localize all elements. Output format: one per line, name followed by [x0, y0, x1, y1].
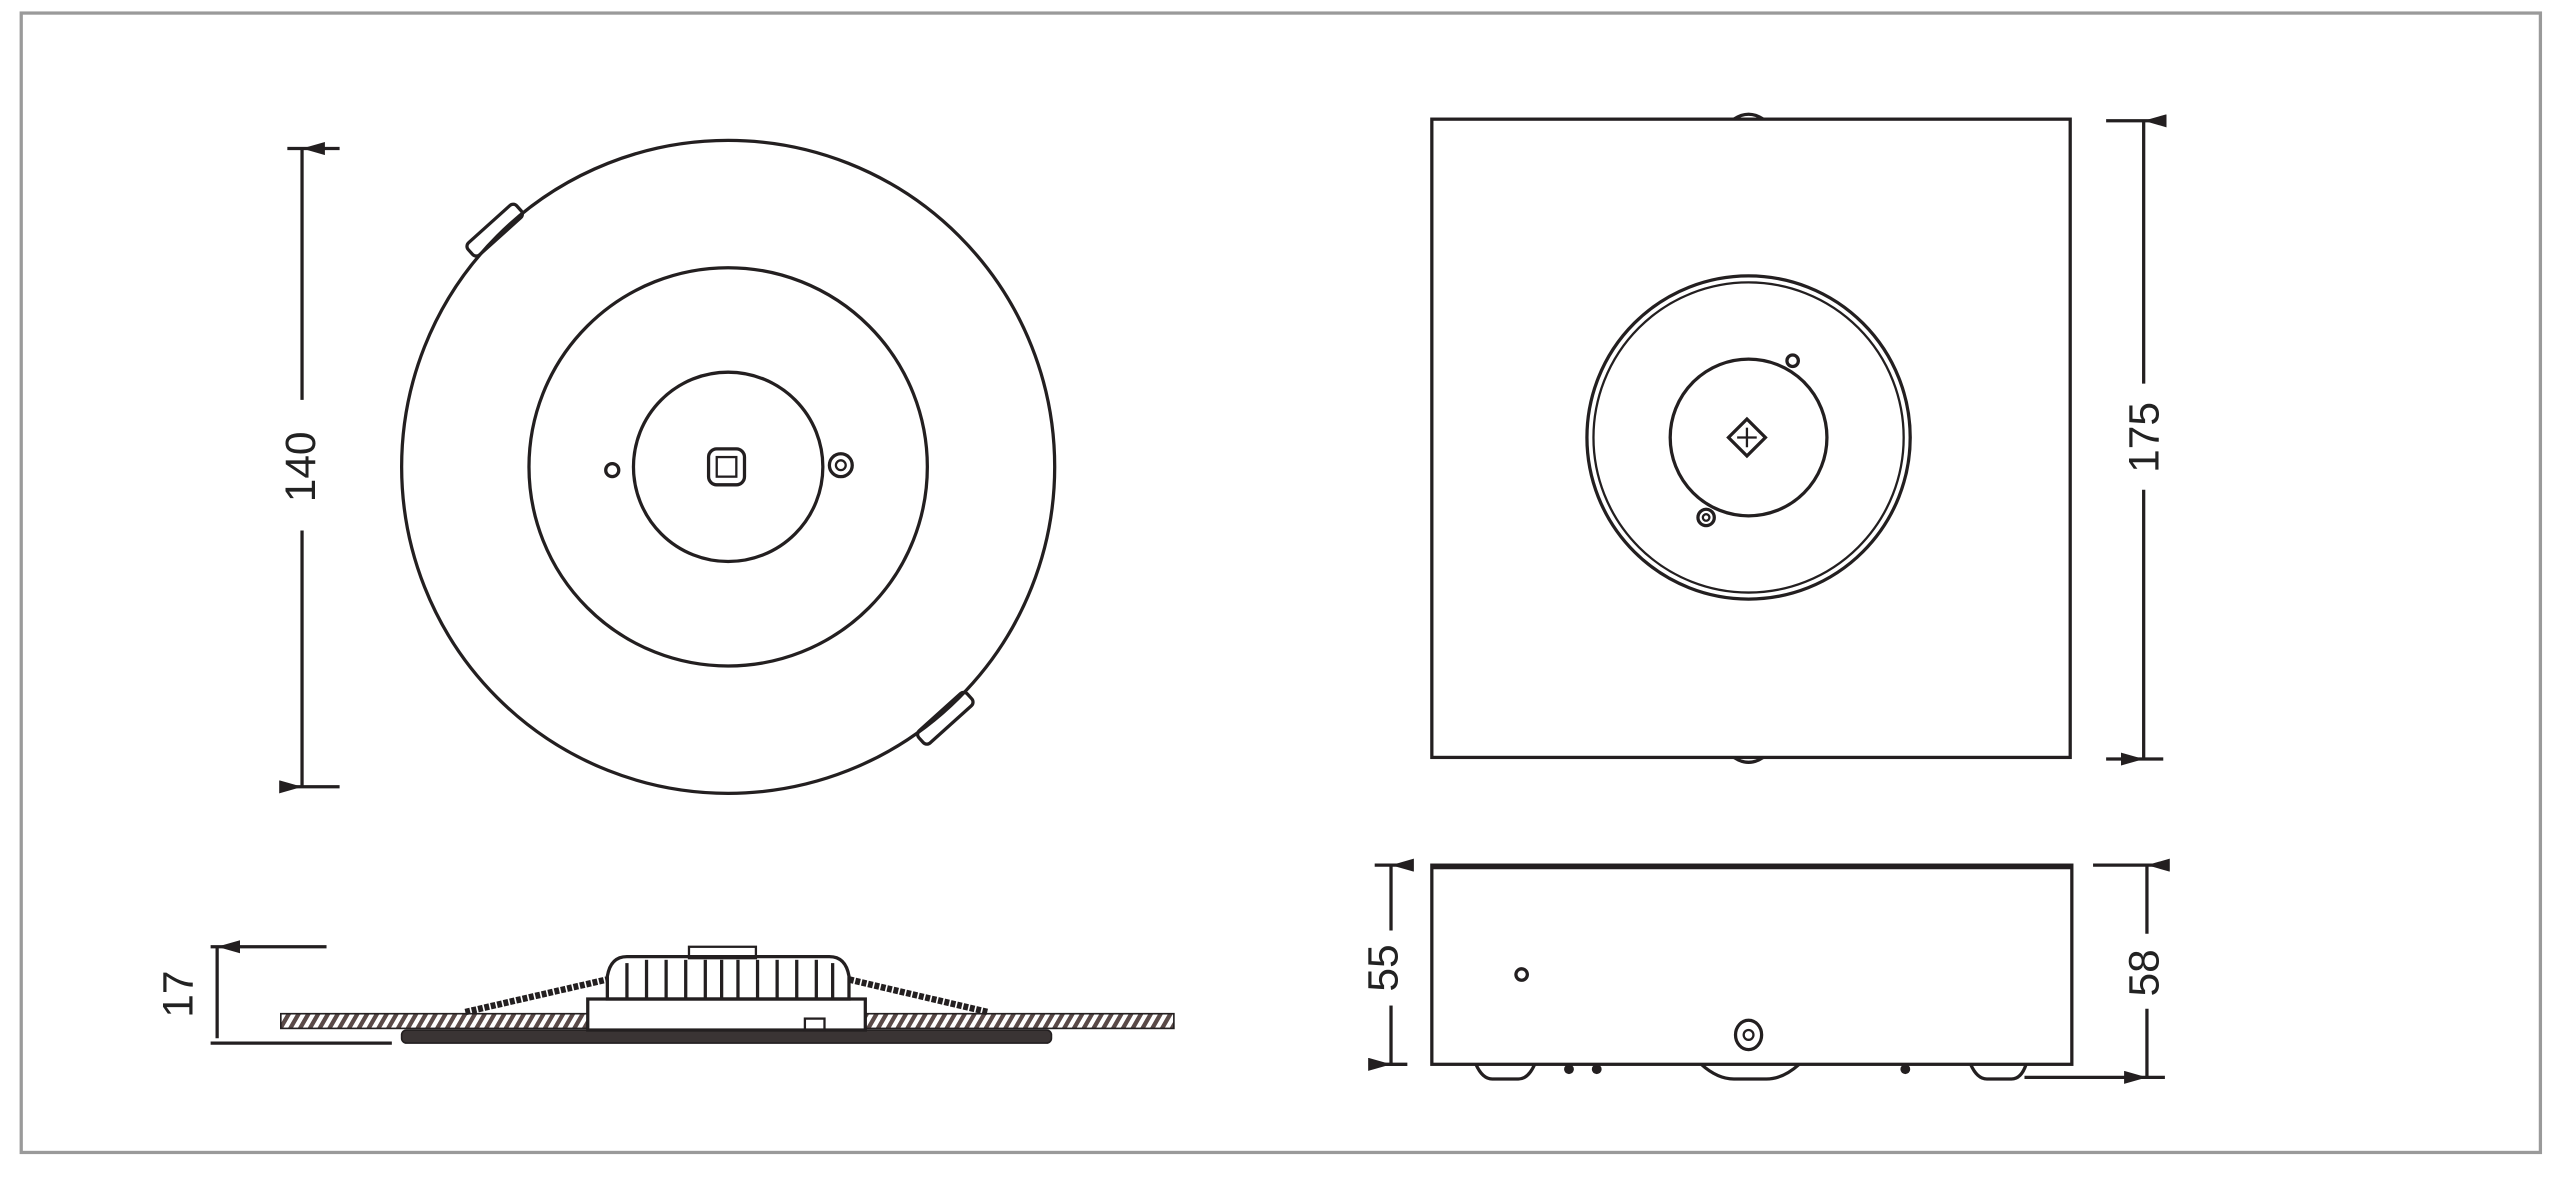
sensor-hole [604, 461, 621, 479]
total-height-label: 58 [2120, 949, 2167, 996]
spring-clip [465, 202, 525, 258]
recessed-height-label: 17 [155, 971, 202, 1018]
led-lens-icon [1726, 416, 1768, 459]
ceiling-section [280, 1012, 589, 1030]
led-lens-icon [706, 447, 747, 487]
test-button-icon [1733, 1018, 1764, 1052]
sensor-hole [1514, 967, 1529, 982]
plate [400, 1029, 1053, 1044]
dimension-body-height: 55 [1360, 858, 1414, 1071]
dimension-recessed-height: 17 [155, 940, 392, 1045]
heatsink-fins [605, 954, 851, 1001]
dimension-diameter: 140 [277, 142, 340, 794]
width-label: 175 [2120, 402, 2167, 473]
box-feet [1474, 1063, 2028, 1081]
spring-clip [915, 690, 975, 746]
diameter-label: 140 [277, 431, 324, 502]
drawing-frame [19, 11, 2543, 1155]
recessed-side-view [280, 945, 1175, 1044]
box-side-view [1430, 863, 2074, 1081]
square-top-view [1430, 112, 2072, 764]
ceiling-section [864, 1012, 1175, 1030]
test-button-icon [1696, 507, 1716, 528]
sensor-hole [1785, 353, 1800, 369]
test-button-icon [827, 452, 854, 479]
dimension-width: 175 [2106, 114, 2167, 766]
body-height-label: 55 [1360, 944, 1407, 991]
dimension-total-height: 58 [2024, 858, 2170, 1084]
round-top-view [399, 138, 1057, 795]
